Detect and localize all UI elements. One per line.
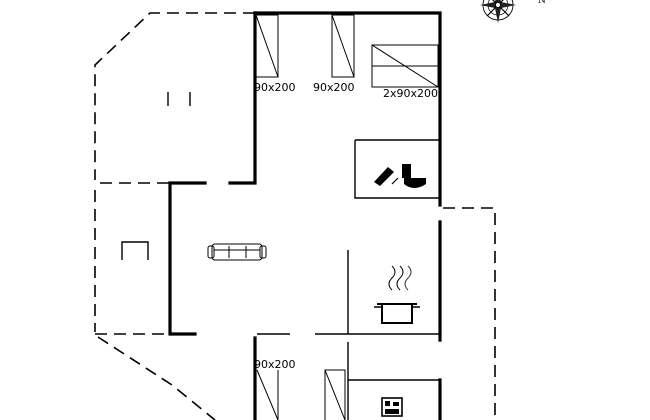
washing-machine-icon [381,397,403,417]
compass-icon [480,0,516,23]
bed-2-icon [331,14,355,78]
north-label: N [538,0,546,6]
bed-1-label: 90x200 [254,81,296,94]
interior-walls [257,139,440,420]
outer-walls [168,11,442,420]
toilet-shower-icon [374,164,426,188]
bed-1-icon [255,14,279,78]
cooking-pot-icon [374,265,420,324]
terrace-outlines [94,12,496,420]
bed-5-icon [324,369,346,420]
bed-3-icon [371,44,439,88]
bed-4-label: 90x200 [254,358,296,371]
bed-2-label: 90x200 [313,81,355,94]
sofa-icon [207,243,267,261]
bed-4-icon [256,369,279,420]
bench-icon [167,92,191,106]
bed-3-label: 2x90x200 [383,87,438,100]
table-icon [121,241,149,260]
